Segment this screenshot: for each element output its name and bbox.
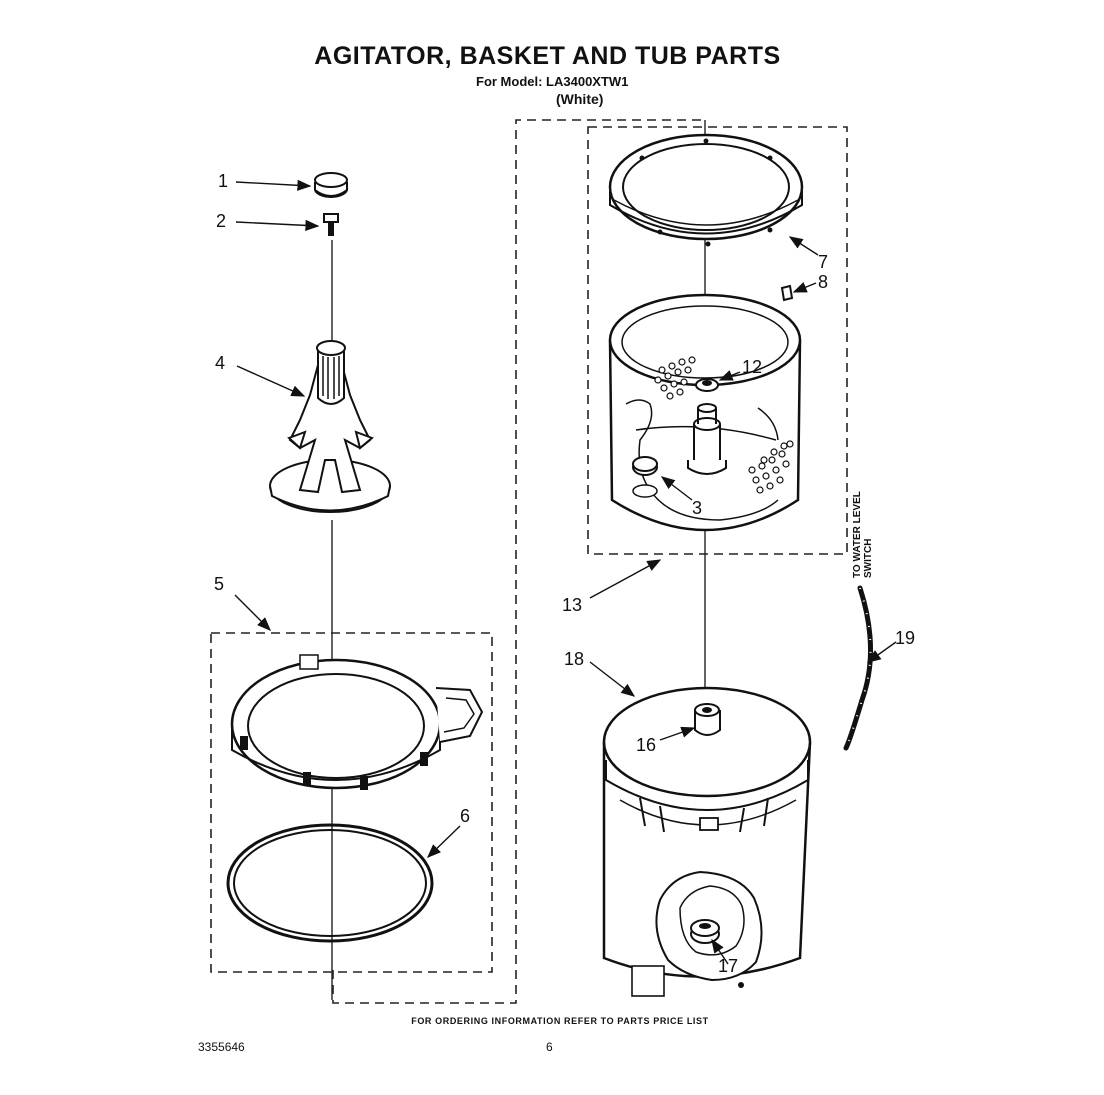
basket-plug-part (632, 456, 658, 498)
callout-13: 13 (562, 595, 583, 615)
callout-2: 2 (216, 211, 227, 231)
callout-7: 7 (818, 252, 829, 272)
callout-1: 1 (218, 171, 229, 191)
water-level-label-line2: SWITCH (863, 538, 874, 578)
callout-6: 6 (460, 806, 471, 826)
drive-ring-part (230, 654, 484, 790)
seal-ring-part (226, 823, 434, 943)
callout-17: 17 (718, 956, 739, 976)
agitator-cap-part (314, 172, 348, 198)
callout-8: 8 (818, 272, 829, 292)
clip-part (780, 284, 794, 302)
callout-16: 16 (636, 735, 657, 755)
page-title: AGITATOR, BASKET AND TUB PARTS (314, 42, 781, 70)
ring-group-box (210, 632, 493, 973)
leader-arrows (234, 179, 897, 965)
assembly-connector-line (332, 119, 705, 1004)
callout-12: 12 (742, 357, 763, 377)
model-label: For Model: LA3400XTW1 (476, 74, 629, 89)
agitator-part (269, 340, 391, 513)
tub-ring-part (608, 133, 804, 247)
callout-5: 5 (214, 574, 225, 594)
spin-basket-part (608, 293, 802, 532)
basket-group-box (587, 126, 848, 555)
ordering-note: FOR ORDERING INFORMATION REFER TO PARTS … (411, 1016, 709, 1026)
callout-18: 18 (564, 649, 585, 669)
color-variant-label: (White) (556, 91, 604, 107)
callout-3: 3 (692, 498, 703, 518)
tub-hub-part (694, 703, 721, 736)
callout-19: 19 (895, 628, 916, 648)
water-level-label-line1: TO WATER LEVEL (852, 491, 863, 578)
agitator-bolt-part (323, 213, 339, 236)
tub-bearing-part (690, 919, 720, 944)
water-level-hose-part (843, 585, 874, 751)
callout-4: 4 (215, 353, 226, 373)
document-number: 3355646 (198, 1040, 245, 1054)
page-number: 6 (546, 1040, 553, 1054)
spin-nut-part (695, 378, 719, 392)
